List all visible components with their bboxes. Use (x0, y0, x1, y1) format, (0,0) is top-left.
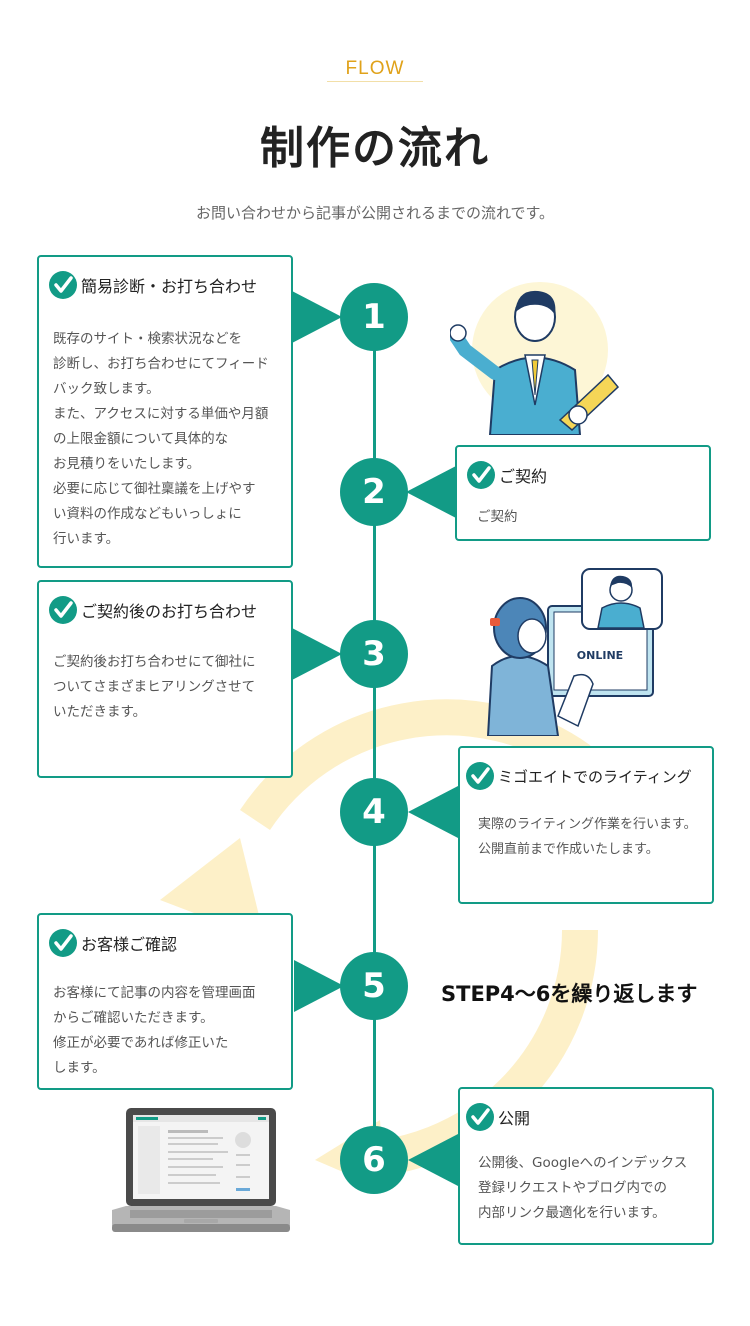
step5-pointer (294, 960, 344, 1012)
step-title: お客様ご確認 (81, 935, 178, 954)
step4-pointer (408, 786, 458, 838)
check-icon (49, 596, 77, 624)
businessman-illustration (450, 282, 620, 435)
step3-pointer (292, 628, 342, 680)
step-number-6: 6 (340, 1126, 408, 1194)
step-number-4: 4 (340, 778, 408, 846)
step-title: ミゴエイトでのライティング (498, 767, 692, 786)
check-icon (467, 461, 495, 489)
step-card-2: ご契約 ご契約 (455, 445, 711, 541)
online-label: ONLINE (577, 649, 623, 662)
step-title: ご契約 (499, 467, 548, 486)
step-card-1: 簡易診断・お打ち合わせ 既存のサイト・検索状況などを 診断し、お打ち合わせにてフ… (37, 255, 293, 568)
step-number-2: 2 (340, 458, 408, 526)
step-card-4: ミゴエイトでのライティング 実際のライティング作業を行います。 公開直前まで作成… (458, 746, 714, 904)
step-card-6: 公開 公開後、Googleへのインデックス 登録リクエストやブログ内での 内部リ… (458, 1087, 714, 1245)
check-icon (466, 762, 494, 790)
page-lead: お問い合わせから記事が公開されるまでの流れです。 (195, 204, 555, 222)
repeat-note: STEP4〜6を繰り返します (441, 982, 698, 1006)
step-description: 実際のライティング作業を行います。 公開直前まで作成いたします。 (478, 817, 697, 857)
step-description: 公開後、Googleへのインデックス 登録リクエストやブログ内での 内部リンク最… (478, 1155, 688, 1221)
step-title: 公開 (498, 1109, 531, 1128)
step-description: ご契約後お打ち合わせにて御社に ついてさまざまヒアリングさせて いただきます。 (53, 654, 256, 720)
step-card-5: お客様ご確認 お客様にて記事の内容を管理画面 からご確認いただきます。 修正が必… (37, 913, 293, 1090)
step-number-1: 1 (340, 283, 408, 351)
timeline-line (373, 300, 376, 1160)
check-icon (466, 1103, 494, 1131)
step-title: 簡易診断・お打ち合わせ (81, 277, 258, 296)
step-card-3: ご契約後のお打ち合わせ ご契約後お打ち合わせにて御社に ついてさまざまヒアリング… (37, 580, 293, 778)
step-description: ご契約 (477, 509, 518, 525)
step-title: ご契約後のお打ち合わせ (81, 602, 258, 621)
step-number-5: 5 (340, 952, 408, 1020)
check-icon (49, 271, 77, 299)
check-icon (49, 929, 77, 957)
step2-pointer (406, 466, 456, 518)
online-meeting-illustration: ONLINE (486, 568, 663, 736)
section-label-underline (327, 81, 423, 82)
step1-pointer (292, 291, 342, 343)
step6-pointer (408, 1134, 458, 1186)
step-description: 既存のサイト・検索状況などを 診断し、お打ち合わせにてフィード バック致します。… (53, 331, 269, 547)
page-title: 制作の流れ (260, 123, 490, 174)
step-number-3: 3 (340, 620, 408, 688)
step-description: お客様にて記事の内容を管理画面 からご確認いただきます。 修正が必要であれば修正… (53, 985, 256, 1076)
section-label: FLOW (345, 58, 405, 79)
laptop-illustration (112, 1108, 290, 1232)
